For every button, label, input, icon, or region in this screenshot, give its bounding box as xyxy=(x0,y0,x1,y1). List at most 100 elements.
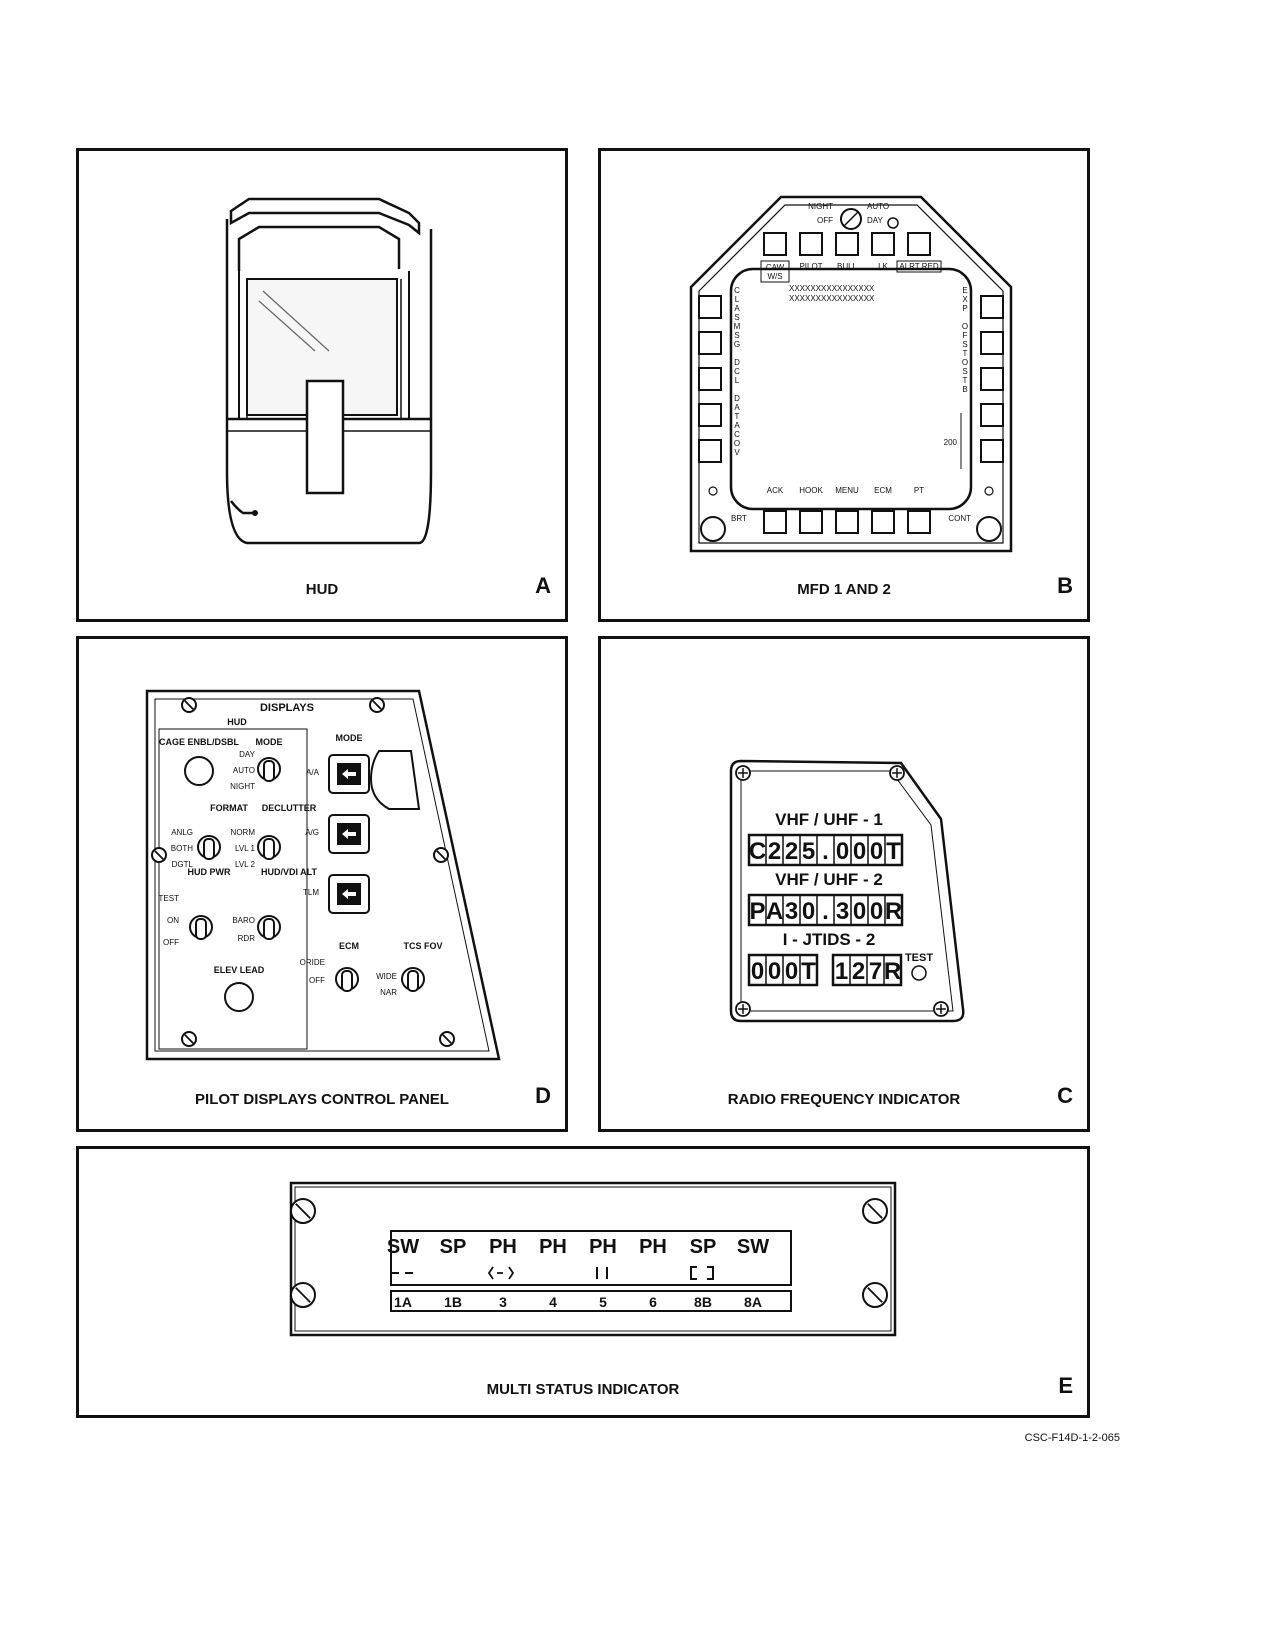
pdcp-format-toggle[interactable] xyxy=(197,835,221,860)
caption-mfd: MFD 1 AND 2 xyxy=(797,581,891,598)
msi-bars-symbol xyxy=(596,1267,608,1279)
rfi-line2-label: VHF / UHF - 2 xyxy=(775,870,883,889)
frequency-digit: 0 xyxy=(785,958,798,985)
frequency-digit: P xyxy=(749,898,765,925)
pdcp-hud-pwr-pos-1: TEST xyxy=(159,894,180,903)
pdcp-alt-pos-1: BARO xyxy=(232,916,255,925)
msi-status-7: SP xyxy=(690,1236,717,1258)
msi-bracket-symbol xyxy=(487,1266,515,1280)
pdcp-mode-button-label-2: A/G xyxy=(305,828,319,837)
pdcp-mode-button-2[interactable] xyxy=(328,814,370,854)
caption-msi: MULTI STATUS INDICATOR xyxy=(486,1381,680,1398)
frequency-digit: 3 xyxy=(836,898,849,925)
mfd-top-button-4[interactable] xyxy=(871,232,895,256)
frequency-digit: 0 xyxy=(802,898,815,925)
pdcp-mode-right-label: MODE xyxy=(336,733,363,743)
mfd-top-label-2: PILOT xyxy=(799,262,822,271)
mfd-right-button-3[interactable] xyxy=(980,367,1004,391)
frequency-digit: 0 xyxy=(751,958,764,985)
pdcp-hud-label: HUD xyxy=(227,717,247,727)
mfd-bottom-button-4[interactable] xyxy=(871,510,895,534)
pdcp-format-pos-3: DGTL xyxy=(172,860,194,869)
pdcp-mode-button-1[interactable] xyxy=(328,754,370,794)
mfd-alrt-red-box xyxy=(896,260,942,273)
pdcp-ecm-pos-2: OFF xyxy=(309,976,325,985)
mfd-top-label-4: LK xyxy=(878,262,888,271)
mfd-knob-auto: AUTO xyxy=(867,202,889,211)
mfd-right-button-1[interactable] xyxy=(980,295,1004,319)
mfd-left-button-5[interactable] xyxy=(698,439,722,463)
mfd-left-label-char: A xyxy=(734,421,740,430)
mfd-caw-label: CAW xyxy=(766,263,785,272)
pdcp-tcs-fov-label: TCS FOV xyxy=(403,941,442,951)
screw-icon xyxy=(862,1198,888,1224)
mfd-top-button-1[interactable] xyxy=(763,232,787,256)
mfd-left-button-2[interactable] xyxy=(698,331,722,355)
pdcp-tcs-toggle[interactable] xyxy=(401,967,425,992)
mfd-left-label-char: V xyxy=(734,448,740,457)
pdcp-mode-button-label-3: TLM xyxy=(303,888,319,897)
msi-status-3: PH xyxy=(489,1236,517,1258)
panel-letter-e: E xyxy=(1058,1373,1073,1398)
mfd-right-button-2[interactable] xyxy=(980,331,1004,355)
pdcp-declutter-toggle[interactable] xyxy=(257,835,281,860)
frequency-digit: T xyxy=(801,958,816,985)
mfd-left-label-char: M xyxy=(734,322,741,331)
mfd-bottom-button-3[interactable] xyxy=(835,510,859,534)
mfd-bottom-button-5[interactable] xyxy=(907,510,931,534)
mfd-bottom-label-3: MENU xyxy=(835,486,859,495)
pdcp-mode-toggle[interactable] xyxy=(257,757,281,782)
pdcp-hud-pwr-label: HUD PWR xyxy=(188,867,231,877)
pdcp-hud-pwr-pos-3: OFF xyxy=(163,938,179,947)
pdcp-mode-label: MODE xyxy=(256,737,283,747)
msi-station-5: 5 xyxy=(599,1294,607,1310)
pdcp-format-pos-2: BOTH xyxy=(171,844,193,853)
mfd-top-button-3[interactable] xyxy=(835,232,859,256)
panel-pdcp: DISPLAYS HUD CAGE ENBL/DSBL MODE FORMAT … xyxy=(76,636,568,1132)
screw-icon xyxy=(439,1031,455,1047)
pdcp-mode-button-3[interactable] xyxy=(328,874,370,914)
mfd-top-button-5[interactable] xyxy=(907,232,931,256)
frequency-digit: 7 xyxy=(869,958,882,985)
rfi-line1-label: VHF / UHF - 1 xyxy=(775,810,883,829)
caption-rfi: RADIO FREQUENCY INDICATOR xyxy=(727,1091,961,1108)
mfd-xrow-1: XXXXXXXXXXXXXXXX xyxy=(789,284,875,293)
mfd-right-button-4[interactable] xyxy=(980,403,1004,427)
pdcp-hud-pwr-pos-2: ON xyxy=(167,916,179,925)
caption-hud: HUD xyxy=(305,581,339,598)
mfd-left-label-char: T xyxy=(735,412,740,421)
mfd-knob-night: NIGHT xyxy=(808,202,833,211)
frequency-digit: . xyxy=(822,898,829,925)
mfd-top-button-2[interactable] xyxy=(799,232,823,256)
mfd-top-label-1: W/S xyxy=(767,272,782,281)
pdcp-cage-label: CAGE ENBL/DSBL xyxy=(159,737,240,747)
mfd-left-label-char: D xyxy=(734,394,740,403)
screw-icon xyxy=(369,697,385,713)
mfd-right-label-char: E xyxy=(962,286,967,295)
mfd-bottom-button-1[interactable] xyxy=(763,510,787,534)
pdcp-ecm-label: ECM xyxy=(339,941,359,951)
mfd-right-label-char: O xyxy=(962,358,968,367)
pdcp-declutter-label: DECLUTTER xyxy=(262,803,317,813)
pdcp-ecm-toggle[interactable] xyxy=(335,967,359,992)
mfd-left-button-1[interactable] xyxy=(698,295,722,319)
mfd-left-label-char: O xyxy=(734,439,740,448)
pdcp-alt-pos-2: RDR xyxy=(238,934,256,943)
mfd-left-button-3[interactable] xyxy=(698,367,722,391)
frequency-digit: T xyxy=(886,838,901,865)
mfd-right-button-5[interactable] xyxy=(980,439,1004,463)
msi-square-bracket-symbol xyxy=(690,1266,714,1280)
msi-status-4: PH xyxy=(539,1236,567,1258)
mfd-bottom-label-1: ACK xyxy=(767,486,784,495)
frequency-digit: 2 xyxy=(768,838,781,865)
rfi-test-button[interactable] xyxy=(911,965,927,981)
pdcp-hud-pwr-toggle[interactable] xyxy=(189,915,213,940)
mfd-left-button-4[interactable] xyxy=(698,403,722,427)
pdcp-alt-toggle[interactable] xyxy=(257,915,281,940)
mfd-right-label-char: X xyxy=(962,295,968,304)
mfd-illustration: NIGHT AUTO OFF DAY XXXXXXXXXXXXXXXX XXXX… xyxy=(689,195,1013,553)
mfd-bottom-button-2[interactable] xyxy=(799,510,823,534)
mfd-brt-label: BRT xyxy=(731,514,747,523)
